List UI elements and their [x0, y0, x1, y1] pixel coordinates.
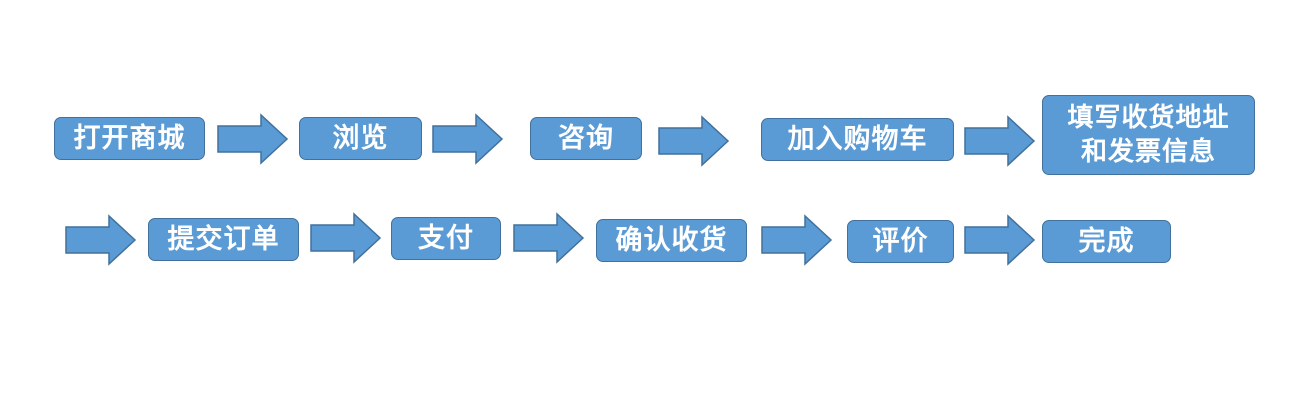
arrow-right-icon [761, 214, 833, 266]
step-confirm-receipt: 确认收货 [596, 219, 747, 262]
step-submit-order: 提交订单 [148, 218, 299, 261]
step-fill-address-invoice: 填写收货地址 和发票信息 [1042, 95, 1255, 175]
arrow-right-icon [964, 115, 1036, 167]
step-pay: 支付 [391, 217, 501, 260]
arrow-right-icon [65, 214, 137, 266]
arrow-right-icon [310, 212, 382, 264]
step-add-to-cart: 加入购物车 [761, 118, 954, 161]
arrow-right-icon [432, 113, 504, 165]
arrow-right-icon [217, 113, 289, 165]
arrow-right-icon [513, 212, 585, 264]
step-browse: 浏览 [299, 117, 422, 160]
arrow-right-icon [964, 214, 1036, 266]
step-review: 评价 [847, 220, 954, 263]
arrow-right-icon [658, 115, 730, 167]
step-complete: 完成 [1042, 220, 1171, 263]
step-consult: 咨询 [530, 117, 642, 160]
step-open-mall: 打开商城 [54, 117, 205, 160]
